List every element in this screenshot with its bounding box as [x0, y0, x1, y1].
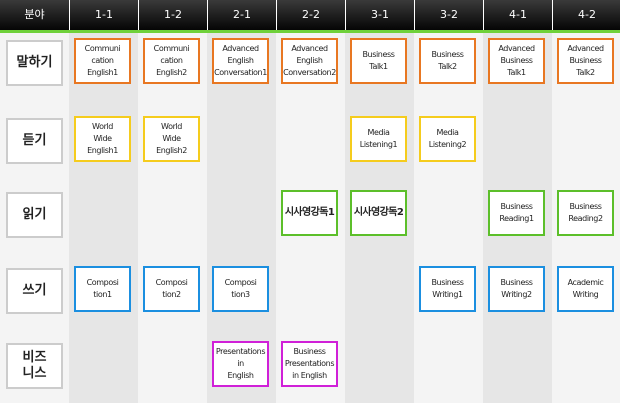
course-box[interactable]: Business Reading1 [488, 190, 545, 236]
header-term: 3-1 [345, 0, 414, 30]
term-column [69, 33, 138, 403]
course-box[interactable]: Business Talk2 [419, 38, 476, 84]
course-box[interactable]: Business Presentations in English [281, 341, 338, 387]
course-box[interactable]: Advanced English Conversation1 [212, 38, 269, 84]
category-label-writing: 쓰기 [6, 268, 63, 314]
header-field: 분야 [24, 8, 45, 21]
course-box[interactable]: Media Listening1 [350, 116, 407, 162]
header-term: 2-1 [207, 0, 276, 30]
course-box[interactable]: World Wide English1 [74, 116, 131, 162]
course-box[interactable]: Advanced Business Talk1 [488, 38, 545, 84]
category-label-listening: 듣기 [6, 118, 63, 164]
course-box[interactable]: Business Writing2 [488, 266, 545, 312]
course-box[interactable]: Media Listening2 [419, 116, 476, 162]
course-box[interactable]: 시사영강독1 [281, 190, 338, 236]
course-box[interactable]: Business Reading2 [557, 190, 614, 236]
term-column [138, 33, 207, 403]
header-term: 1-1 [69, 0, 138, 30]
course-box[interactable]: Business Talk1 [350, 38, 407, 84]
course-box[interactable]: Composi tion2 [143, 266, 200, 312]
course-box[interactable]: Presentations in English [212, 341, 269, 387]
header-term: 3-2 [414, 0, 483, 30]
course-box[interactable]: Composi tion3 [212, 266, 269, 312]
header-term: 1-2 [138, 0, 207, 30]
category-label-speaking: 말하기 [6, 40, 63, 86]
header-term: 4-2 [552, 0, 620, 30]
course-box[interactable]: Communi cation English2 [143, 38, 200, 84]
course-box[interactable]: World Wide English2 [143, 116, 200, 162]
course-box[interactable]: Composi tion1 [74, 266, 131, 312]
category-label-reading: 읽기 [6, 192, 63, 238]
category-label-business: 비즈 니스 [6, 343, 63, 389]
course-box[interactable]: Academic Writing [557, 266, 614, 312]
course-box[interactable]: Advanced English Conversation2 [281, 38, 338, 84]
course-box[interactable]: Business Writing1 [419, 266, 476, 312]
header-term: 4-1 [483, 0, 552, 30]
term-column [414, 33, 483, 403]
header-term: 2-2 [276, 0, 345, 30]
course-box[interactable]: 시사영강독2 [350, 190, 407, 236]
course-box[interactable]: Communi cation English1 [74, 38, 131, 84]
course-box[interactable]: Advanced Business Talk2 [557, 38, 614, 84]
